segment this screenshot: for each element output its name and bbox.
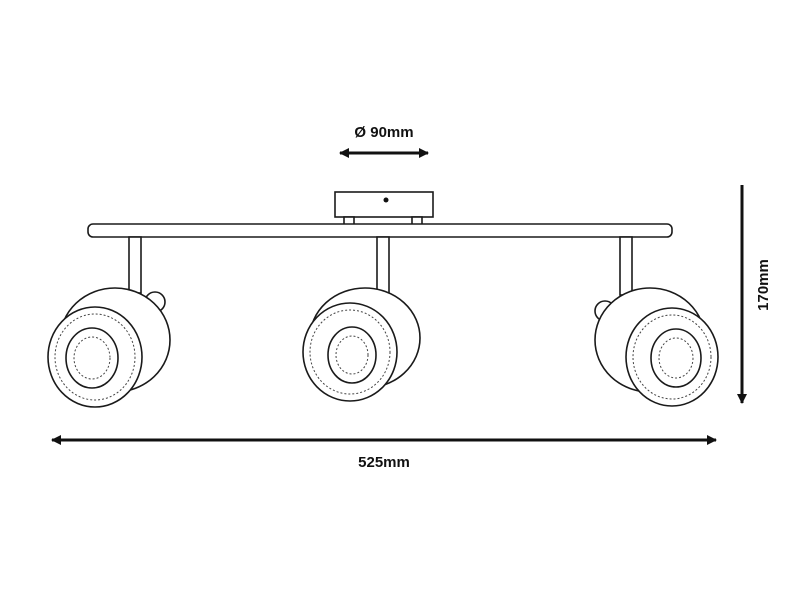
spotlight-right (594, 287, 719, 407)
mounting-bar (87, 223, 673, 238)
stem-middle (376, 236, 390, 294)
width-dimension: 525mm (51, 435, 717, 471)
diameter-label: Ø 90mm (354, 124, 413, 141)
height-label: 170mm (755, 259, 772, 311)
spotlight-left (47, 287, 171, 408)
spotlight-middle (302, 287, 421, 402)
width-label: 525mm (358, 454, 410, 471)
ceiling-base (334, 191, 434, 226)
height-dimension: 170mm (737, 185, 772, 404)
stem-left (128, 236, 142, 294)
stem-right (619, 236, 633, 296)
diameter-dimension: Ø 90mm (339, 124, 429, 158)
